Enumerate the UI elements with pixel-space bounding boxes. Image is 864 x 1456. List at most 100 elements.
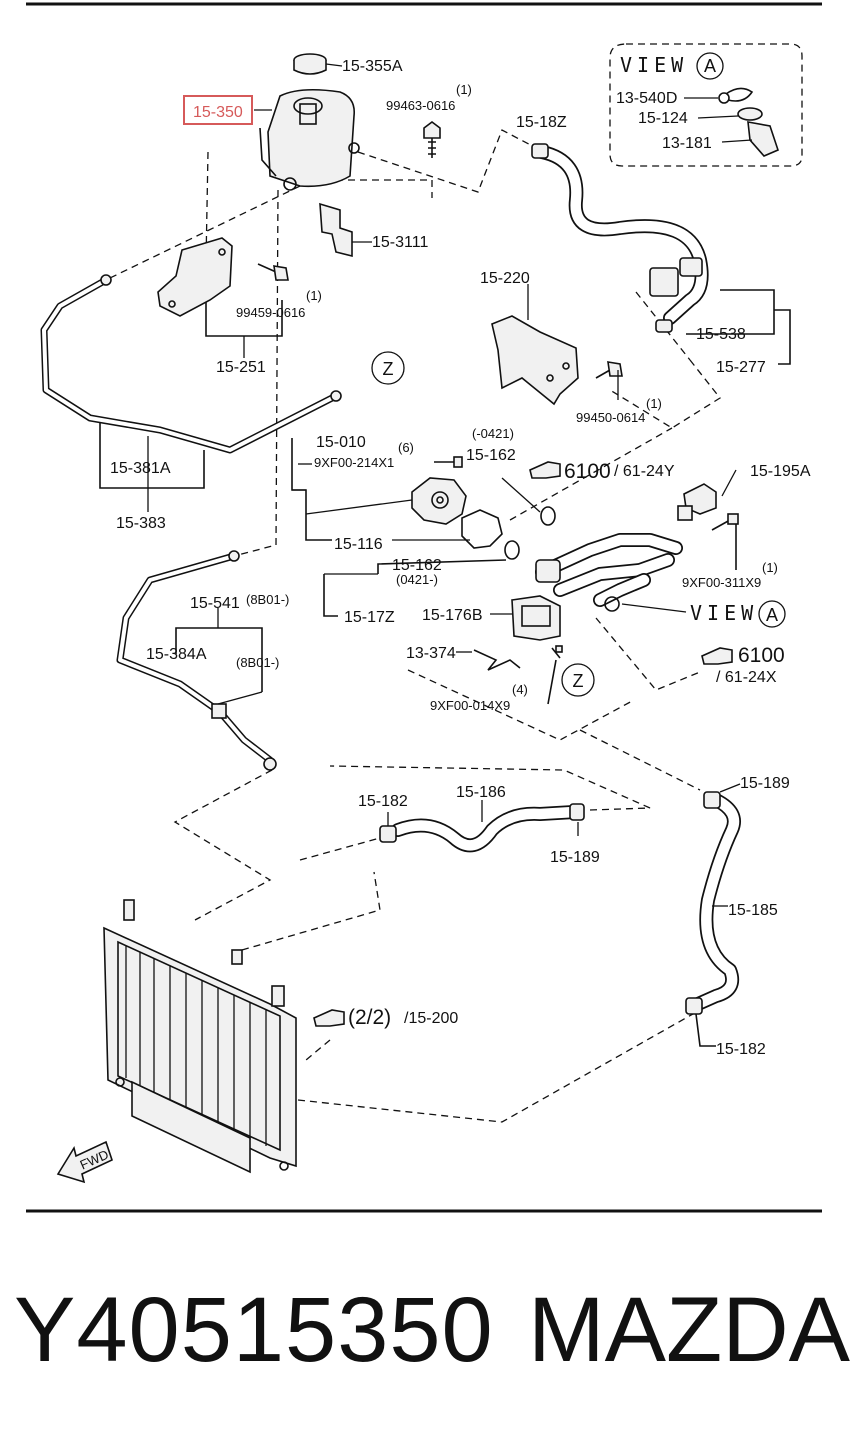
label-15-010: 15-010 (316, 434, 366, 451)
label-15-384A: 15-384A (146, 646, 207, 663)
radiator-15-200[interactable] (103, 899, 297, 1174)
label-15-186: 15-186 (456, 784, 506, 801)
pipe-15-381A[interactable] (40, 274, 342, 454)
label-15-124: 15-124 (638, 110, 688, 127)
part-labels: 15-355A 15-350 (1) 99463-0616 15-18Z 15-… (110, 58, 811, 1058)
ref-6100-lower: 6100 (738, 644, 785, 667)
bolt-9XF00-311X9[interactable] (711, 513, 739, 531)
hose-15-185[interactable] (685, 791, 741, 1015)
qty-9XF00-014: (4) (512, 682, 528, 697)
label-15-176B: 15-176B (422, 607, 483, 624)
label-15-195A: 15-195A (750, 463, 811, 480)
label-15-189-lower: 15-189 (550, 849, 600, 866)
label-15-383: 15-383 (116, 515, 166, 532)
part-number: Y40515350 (14, 1279, 494, 1381)
label-9XF00-311X9: 9XF00-311X9 (682, 575, 761, 590)
label-15-220: 15-220 (480, 270, 530, 287)
ref-2-2: (2/2) (348, 1006, 391, 1029)
view-a-title: VIEW (620, 53, 688, 77)
bracket-15-3111[interactable] (319, 202, 353, 258)
view-a-circle (696, 52, 724, 80)
gasket-15-116[interactable] (461, 509, 503, 549)
water-pump-15-010[interactable] (411, 477, 467, 525)
grommet-15-124[interactable] (737, 107, 763, 121)
bolt-9XF00-014X9[interactable] (551, 645, 563, 659)
footer: Y40515350 MAZDA (0, 1278, 864, 1418)
pointing-hand-icon (313, 1009, 345, 1027)
clamp-view-a[interactable] (604, 596, 620, 612)
date-8B01-lower: (8B01-) (236, 655, 279, 670)
reservoir-tank[interactable] (259, 53, 360, 191)
qty-9XF00-311: (1) (762, 560, 778, 575)
bracket-15-220[interactable] (491, 315, 579, 406)
label-15-182-lower: 15-182 (716, 1041, 766, 1058)
ref-61-24Y: / 61-24Y (614, 463, 675, 480)
highlight-box-15-350 (183, 95, 253, 125)
label-15-185: 15-185 (728, 902, 778, 919)
date-0421-lower: (0421-) (396, 572, 438, 587)
date-8B01-upper: (8B01-) (246, 592, 289, 607)
assembly-dashed-lines (109, 129, 721, 1123)
view-a-callout: VIEW A (621, 600, 786, 628)
hose-15-186[interactable] (379, 803, 585, 853)
label-15-3111: 15-3111 (372, 234, 428, 251)
view-a-callout-letter: A (766, 605, 778, 625)
qty-99459: (1) (306, 288, 322, 303)
view-a-inset: VIEW A (609, 43, 803, 167)
label-9XF00-214X1: 9XF00-214X1 (314, 455, 394, 470)
o-ring-15-162-upper[interactable] (540, 506, 556, 526)
qty-99450: (1) (646, 396, 662, 411)
bolt-99459-0616[interactable] (257, 263, 289, 281)
qty-9XF00-214: (6) (398, 440, 414, 455)
label-15-538: 15-538 (696, 326, 746, 343)
svg-text:Z: Z (383, 359, 394, 379)
label-99450-0614: 99450-0614 (576, 410, 645, 425)
z-marker-upper: Z (371, 351, 405, 385)
label-15-116: 15-116 (334, 536, 383, 553)
label-15-17Z: 15-17Z (344, 609, 395, 626)
pointing-hand-icon (529, 461, 561, 479)
qty-99463: (1) (456, 82, 472, 97)
forward-arrow-icon: FWD (56, 1140, 113, 1184)
clip-13-540D[interactable] (718, 87, 754, 104)
ref-15-200: /15-200 (404, 1010, 458, 1027)
ref-61-24X: / 61-24X (716, 669, 777, 686)
hose-assembly-15-17Z[interactable] (535, 533, 683, 607)
label-15-162-upper: 15-162 (466, 447, 516, 464)
view-a-callout-title: VIEW (690, 601, 758, 625)
pointing-hand-icon (701, 647, 733, 665)
label-13-374: 13-374 (406, 645, 456, 662)
label-15-350: 15-350 (193, 104, 243, 121)
bolt-99463-0616[interactable] (423, 121, 441, 158)
label-15-381A: 15-381A (110, 460, 171, 477)
label-15-189-right: 15-189 (740, 775, 790, 792)
thermostat-housing-15-176B[interactable] (511, 595, 561, 641)
o-ring-15-162-lower[interactable] (504, 540, 520, 560)
label-15-277: 15-277 (716, 359, 766, 376)
leader-lines (99, 63, 791, 1047)
label-15-355A: 15-355A (342, 58, 403, 75)
sensor-15-195A[interactable] (677, 483, 717, 521)
label-15-541: 15-541 (190, 595, 240, 612)
bracket-15-251[interactable] (157, 237, 233, 317)
date-0421-upper: (-0421) (472, 426, 514, 441)
pipe-15-384A[interactable] (116, 550, 277, 771)
bolt-9XF00-214X1[interactable] (434, 456, 463, 468)
z-marker-lower: Z (561, 663, 595, 697)
clip-13-374[interactable] (473, 649, 521, 671)
label-9XF00-014X9: 9XF00-014X9 (430, 698, 510, 713)
label-15-162-lower: 15-162 (392, 557, 442, 574)
hose-15-18Z[interactable] (531, 143, 709, 333)
view-a-letter: A (704, 56, 716, 76)
label-15-18Z: 15-18Z (516, 114, 567, 131)
ref-6100-upper: 6100 (564, 460, 611, 483)
brand-name: MAZDA (528, 1279, 850, 1381)
label-13-181: 13-181 (662, 135, 712, 152)
label-99459-0616: 99459-0616 (236, 305, 305, 320)
label-13-540D: 13-540D (616, 90, 677, 107)
label-15-251: 15-251 (216, 359, 266, 376)
svg-text:Z: Z (573, 671, 584, 691)
cap-13-181[interactable] (747, 121, 779, 157)
label-99463-0616: 99463-0616 (386, 98, 455, 113)
